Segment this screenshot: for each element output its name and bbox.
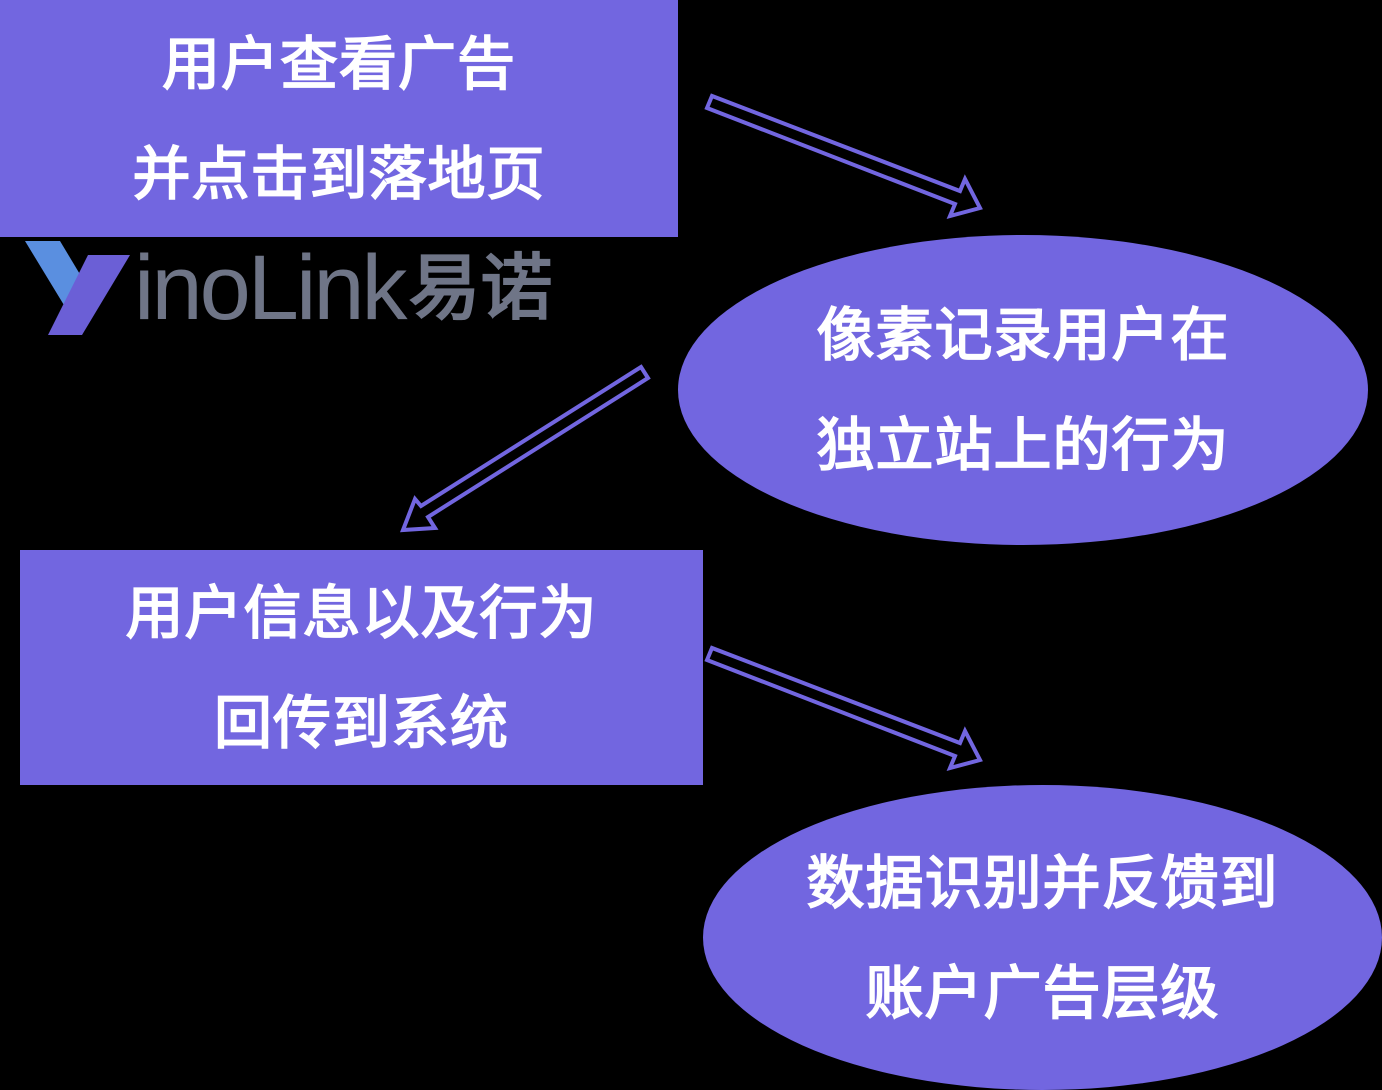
arrow-2-to-3 [400,364,651,533]
step-1-line-1: 用户查看广告 [161,29,516,98]
step-4-line-1: 数据识别并反馈到 [806,848,1279,917]
step-3-line-2: 回传到系统 [213,688,509,757]
step-4-line-2: 账户广告层级 [865,958,1220,1027]
step-2-line-2: 独立站上的行为 [816,411,1230,479]
logo-text: inoLink [134,237,408,339]
step-2-line-1: 像素记录用户在 [816,301,1230,369]
step-4-feedback-node: 数据识别并反馈到 账户广告层级 [703,785,1382,1090]
step-1-line-2: 并点击到落地页 [132,139,546,208]
step-2-pixel-record-node: 像素记录用户在 独立站上的行为 [678,235,1368,545]
yinolink-logo: inoLink 易诺 [20,228,553,348]
step-1-view-ad-node: 用户查看广告 并点击到落地页 [0,0,678,237]
step-3-send-back-node: 用户信息以及行为 回传到系统 [20,550,703,785]
arrow-1-to-2 [704,93,983,219]
logo-y-mark-icon [25,241,130,335]
step-3-line-1: 用户信息以及行为 [125,578,598,647]
arrow-3-to-4 [704,645,983,771]
logo-text-cn: 易诺 [408,246,553,330]
